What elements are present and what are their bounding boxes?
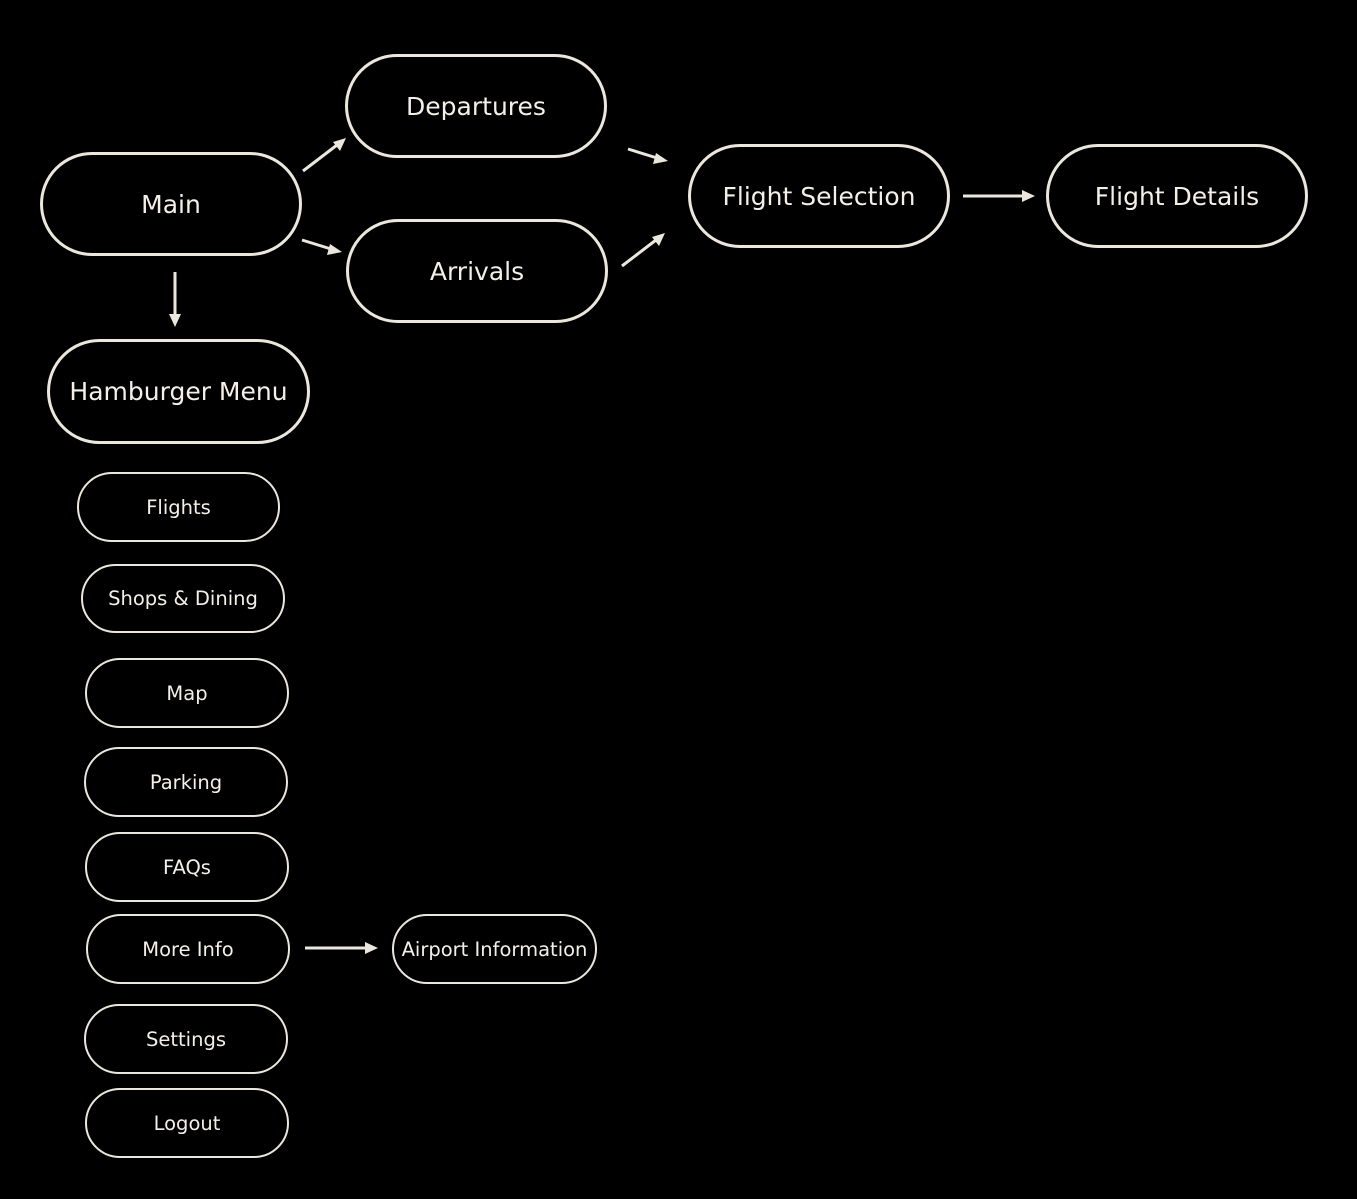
arrow-flight-selection-to-flight-details [963, 190, 1035, 202]
arrow-departures-to-flight-selection [627, 147, 668, 164]
node-departures-label: Departures [406, 91, 546, 121]
node-more-info-label: More Info [142, 937, 234, 961]
node-logout-label: Logout [153, 1111, 221, 1135]
node-faqs: FAQs [85, 832, 289, 902]
arrow-main-to-departures [302, 138, 346, 173]
node-flights: Flights [77, 472, 280, 542]
node-arrivals: Arrivals [346, 219, 608, 323]
node-airport-information-label: Airport Information [401, 937, 588, 961]
node-flight-details-label: Flight Details [1094, 181, 1260, 211]
node-flight-selection-label: Flight Selection [722, 181, 916, 211]
node-arrivals-label: Arrivals [429, 256, 525, 286]
node-shops-dining-label: Shops & Dining [108, 587, 258, 610]
node-flight-selection: Flight Selection [688, 144, 950, 248]
node-flights-label: Flights [146, 495, 211, 519]
node-faqs-label: FAQs [163, 855, 211, 879]
node-departures: Departures [345, 54, 607, 158]
node-main-label: Main [141, 189, 201, 219]
node-flight-details: Flight Details [1046, 144, 1308, 248]
node-settings-label: Settings [146, 1027, 226, 1051]
node-map-label: Map [166, 681, 208, 705]
arrow-main-to-arrivals [301, 238, 342, 255]
node-hamburger-menu: Hamburger Menu [47, 339, 310, 444]
node-shops-dining: Shops & Dining [81, 564, 285, 633]
arrow-main-to-hamburger-menu [169, 272, 181, 327]
node-main: Main [40, 152, 302, 256]
node-parking: Parking [84, 747, 288, 817]
node-map: Map [85, 658, 289, 728]
arrow-arrivals-to-flight-selection [621, 233, 665, 268]
node-settings: Settings [84, 1004, 288, 1074]
arrow-more-info-to-airport-information [305, 942, 378, 954]
node-airport-information: Airport Information [392, 914, 597, 984]
node-logout: Logout [85, 1088, 289, 1158]
node-hamburger-menu-label: Hamburger Menu [69, 377, 288, 406]
node-parking-label: Parking [149, 770, 223, 794]
node-more-info: More Info [86, 914, 290, 984]
